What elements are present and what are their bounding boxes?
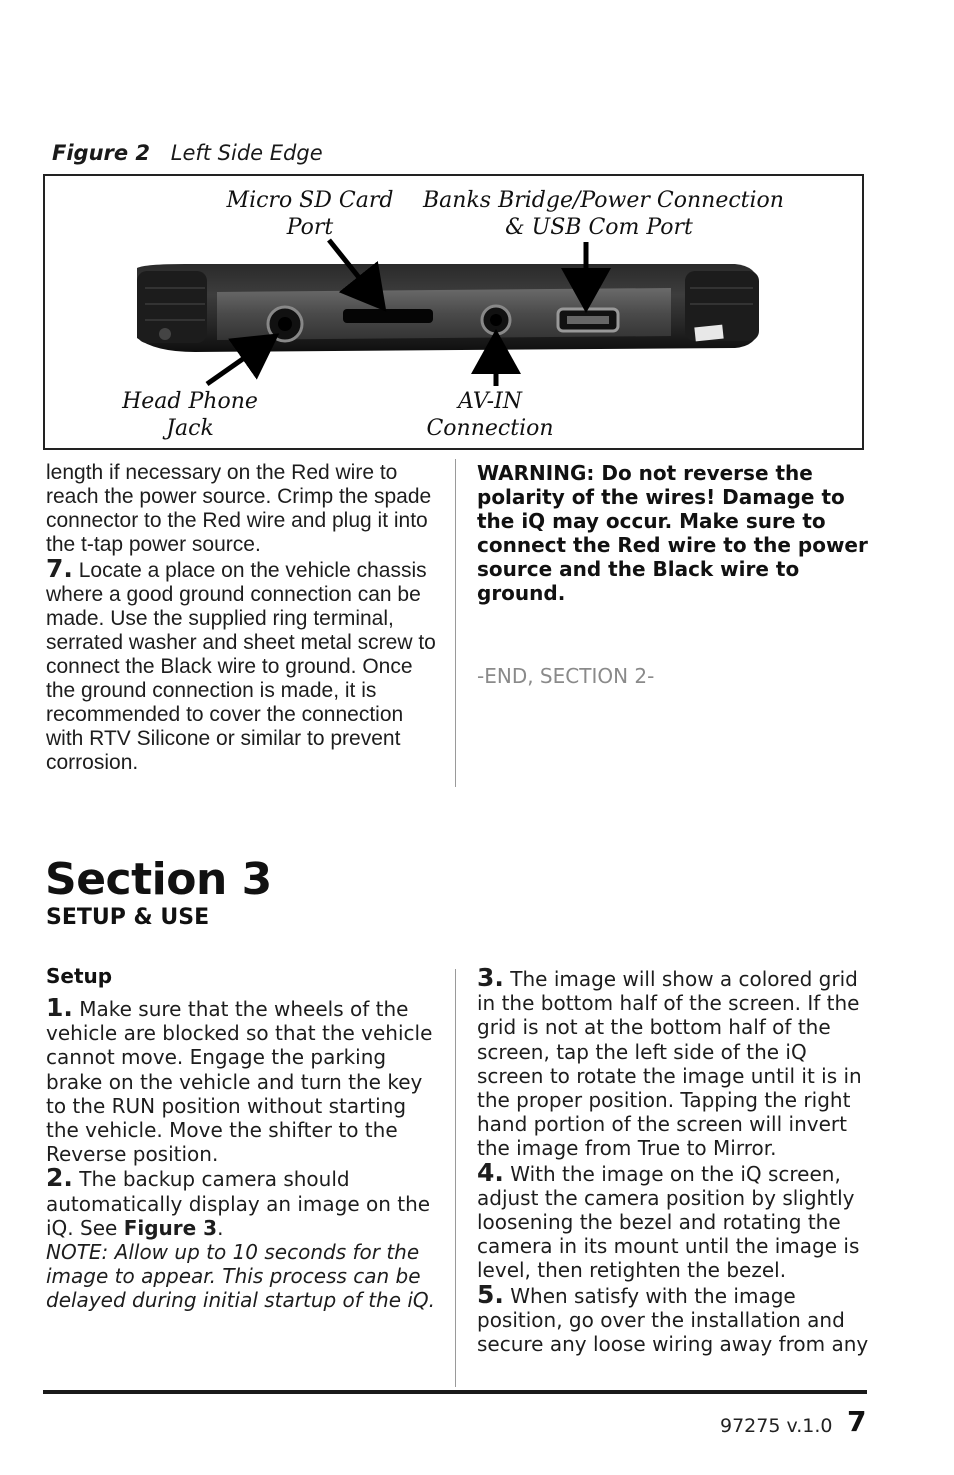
warning-label: WARNING (477, 461, 587, 485)
figure-caption: Figure 2 Left Side Edge (52, 141, 323, 165)
note-paragraph: NOTE: Allow up to 10 seconds for the ima… (46, 1240, 436, 1313)
column-divider-bottom (455, 969, 456, 1387)
step-7-number: 7. (46, 554, 73, 583)
step-7: 7. Locate a place on the vehicle chassis… (46, 554, 441, 775)
step-7-text: Locate a place on the vehicle chassis wh… (46, 559, 436, 774)
setup-heading: Setup (46, 964, 113, 988)
micro-sd-slot (343, 309, 433, 323)
callout-banks-bridge: Banks Bridge/Power Connection & USB Com … (423, 188, 784, 240)
figure-title: Left Side Edge (170, 141, 323, 165)
right-column-top: WARNING: Do not reverse the polarity of … (477, 461, 869, 605)
step-3-number: 3. (477, 963, 504, 992)
column-divider-top (455, 459, 456, 787)
callout-av-in: AV-IN Connection (426, 389, 554, 441)
step-5: 5. When satisfy with the image position,… (477, 1279, 869, 1357)
section-subheading: SETUP & USE (46, 905, 210, 930)
step-1: 1. Make sure that the wheels of the vehi… (46, 993, 438, 1167)
step-2-text: The backup camera should automatically d… (46, 1167, 431, 1240)
device-left-end (137, 271, 207, 343)
callout-micro-sd: Micro SD Card Port (226, 188, 394, 240)
step-4-number: 4. (477, 1157, 504, 1187)
warning-text: : Do not reverse the polarity of the wir… (477, 461, 868, 605)
left-column-bottom: 1. Make sure that the wheels of the vehi… (46, 993, 438, 1313)
callout-headphone: Head Phone Jack (122, 389, 258, 441)
device-side-edge-illustration (137, 238, 759, 387)
figure-3-reference: Figure 3 (123, 1215, 218, 1240)
document-number: 97275 v.1.0 (720, 1415, 833, 1437)
step-5-number: 5. (477, 1279, 504, 1309)
step-3-text: The image will show a colored grid in th… (477, 967, 862, 1161)
step-5-text: When satisfy with the image position, go… (477, 1283, 869, 1357)
step-1-text: Make sure that the wheels of the vehicle… (46, 997, 433, 1167)
footer-rule (43, 1390, 867, 1394)
step-3: 3. The image will show a colored grid in… (477, 963, 869, 1161)
arrow-headphone (205, 333, 280, 387)
left-column-top: length if necessary on the Red wire to r… (46, 461, 441, 775)
right-column-bottom: 3. The image will show a colored grid in… (477, 963, 869, 1357)
arrow-micro-sd (327, 238, 387, 312)
warning-paragraph: WARNING: Do not reverse the polarity of … (477, 461, 869, 605)
section-heading: Section 3 (45, 854, 272, 905)
step-4: 4. With the image on the iQ screen, adju… (477, 1157, 869, 1283)
step-4-text: With the image on the iQ screen, adjust … (477, 1161, 860, 1283)
paragraph-continuation: length if necessary on the Red wire to r… (46, 461, 432, 556)
figure-number: Figure 2 (52, 141, 151, 165)
step-2: 2. The backup camera should automaticall… (46, 1163, 431, 1240)
step-1-number: 1. (46, 993, 73, 1022)
step-2-number: 2. (46, 1163, 73, 1193)
end-section-marker: -END, SECTION 2- (477, 664, 655, 688)
page-number: 7 (847, 1405, 867, 1438)
figure-box: Micro SD Card Port Banks Bridge/Power Co… (43, 174, 864, 450)
